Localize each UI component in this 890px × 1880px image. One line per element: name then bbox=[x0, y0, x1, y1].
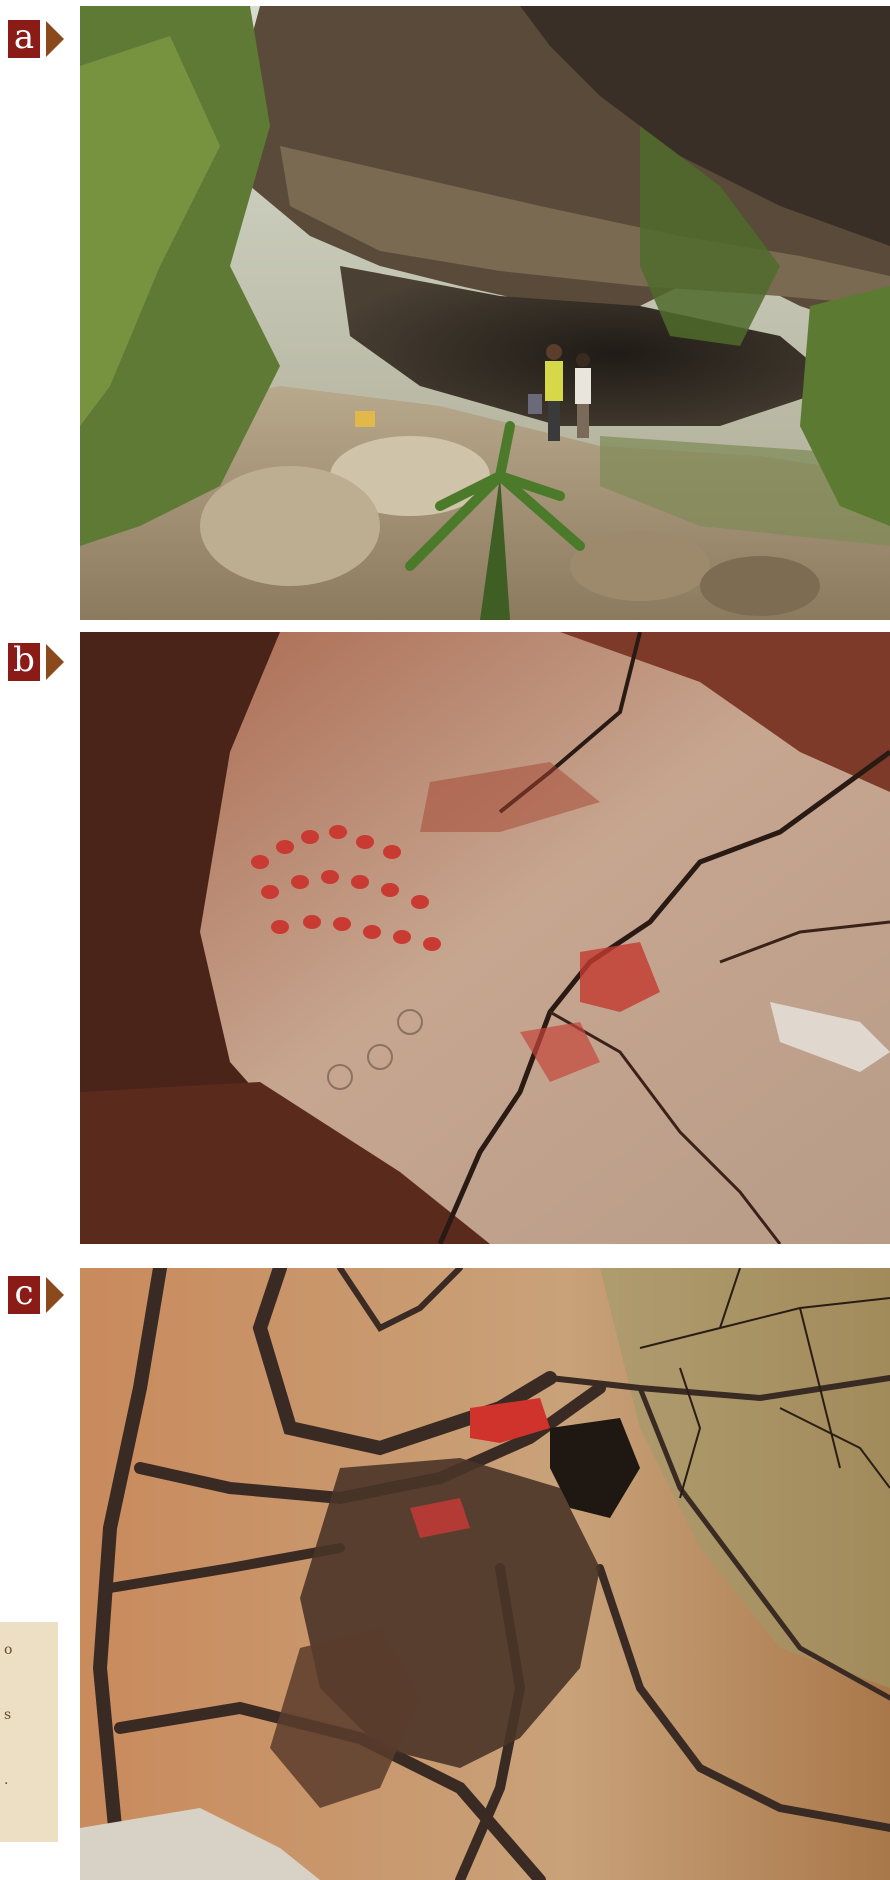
rock-shelter-image bbox=[80, 6, 890, 620]
panel-letter: c bbox=[8, 1276, 40, 1314]
panel-label-c: c bbox=[8, 1276, 64, 1314]
caption-fragment: s bbox=[4, 1707, 12, 1723]
panel-arrow-icon bbox=[46, 1277, 64, 1313]
caption-fragment: . bbox=[4, 1772, 9, 1788]
rock-art-image bbox=[80, 632, 890, 1244]
caption-fragment: o bbox=[4, 1642, 13, 1658]
lichen-rock-image bbox=[80, 1268, 890, 1880]
panel-arrow-icon bbox=[46, 644, 64, 680]
panel-letter: a bbox=[8, 20, 40, 58]
photo-rock-art bbox=[80, 632, 890, 1244]
photo-rock-shelter bbox=[80, 6, 890, 620]
caption-strip: o s . bbox=[0, 1622, 58, 1842]
panel-arrow-icon bbox=[46, 21, 64, 57]
panel-letter: b bbox=[8, 643, 40, 681]
panel-label-b: b bbox=[8, 643, 64, 681]
panel-label-a: a bbox=[8, 20, 64, 58]
photo-lichen-rock bbox=[80, 1268, 890, 1880]
